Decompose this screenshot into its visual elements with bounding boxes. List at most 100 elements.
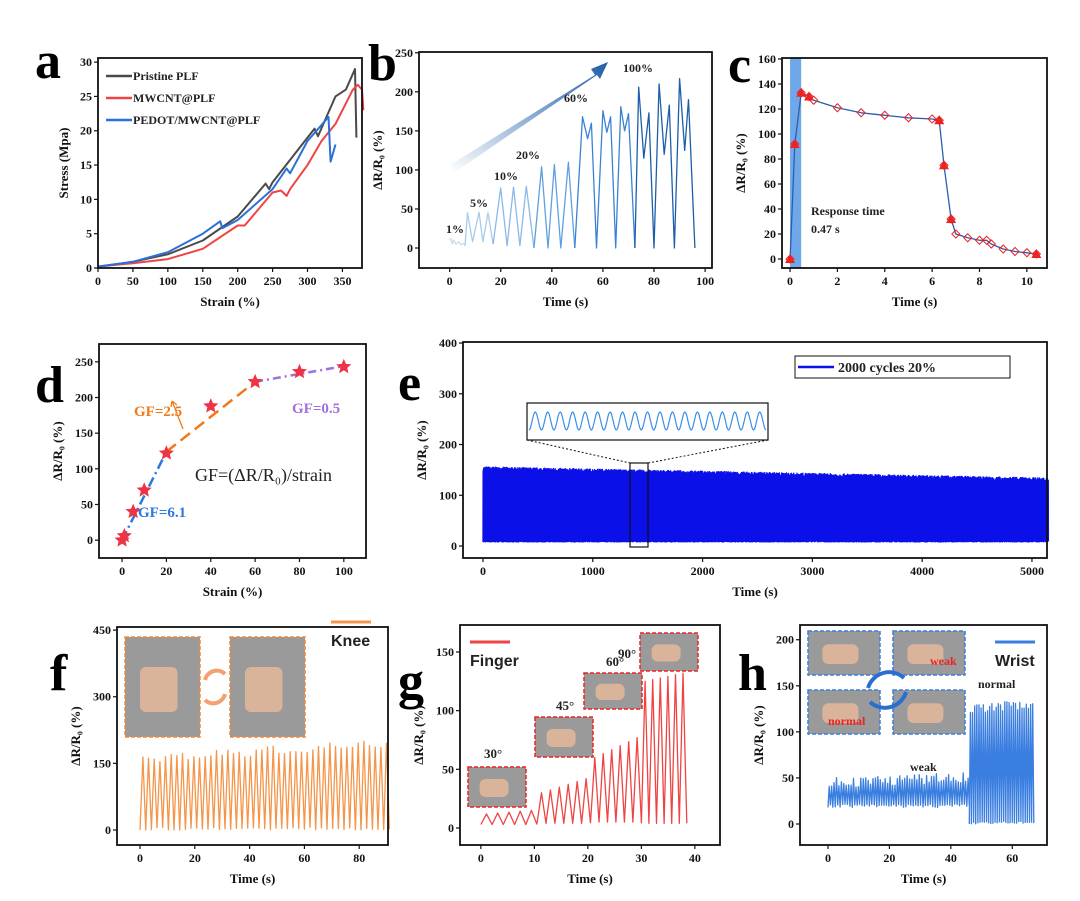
y-tick-label: 100	[776, 725, 794, 739]
fit-line	[120, 451, 168, 541]
diamond-marker	[986, 239, 997, 249]
star-marker	[203, 398, 219, 413]
x-tick-label: 100	[696, 274, 714, 288]
series-line-10-	[492, 185, 535, 249]
x-tick-label: 3000	[800, 564, 824, 578]
panel-letter: f	[50, 645, 68, 702]
rotate-arrows-icon	[203, 668, 227, 706]
series-line-knee	[139, 740, 391, 831]
strain-label: 10%	[494, 169, 518, 183]
y-axis-label: ΔR/R₀ (%)	[751, 705, 766, 764]
angle-label: 30°	[484, 746, 502, 761]
strain-label: 20%	[516, 148, 540, 162]
x-tick-label: 350	[333, 274, 351, 288]
y-tick-label: 40	[764, 202, 776, 216]
panel-letter: e	[398, 355, 421, 412]
y-axis-label: ΔR/R₀ (%)	[414, 420, 429, 479]
x-tick-label: 1000	[581, 564, 605, 578]
response-band	[790, 58, 802, 268]
x-axis-label: Time (s)	[732, 584, 778, 599]
x-tick-label: 0	[137, 851, 143, 865]
y-tick-label: 0	[770, 252, 776, 266]
x-tick-label: 60	[597, 274, 609, 288]
series-line-100-	[634, 77, 696, 249]
x-axis-label: Time (s)	[892, 294, 938, 309]
photo-subject	[140, 667, 178, 712]
plot-frame	[97, 57, 363, 269]
x-tick-label: 2	[834, 274, 840, 288]
y-tick-label: 250	[395, 46, 413, 60]
gf-arrow	[170, 400, 184, 430]
star-marker	[116, 527, 132, 543]
angle-label: 60°	[606, 654, 624, 669]
x-tick-label: 20	[160, 564, 172, 578]
x-tick-label: 8	[977, 274, 983, 288]
inset-box	[526, 402, 769, 441]
gf-label: GF=6.1	[138, 505, 186, 521]
y-tick-label: 0	[86, 261, 92, 275]
y-tick-label: 100	[395, 163, 413, 177]
x-tick-label: 20	[189, 851, 201, 865]
x-tick-label: 40	[205, 564, 217, 578]
y-tick-label: 0	[87, 533, 93, 547]
legend-label: MWCNT@PLF	[133, 91, 216, 105]
triangle-marker	[946, 214, 957, 223]
x-axis-label: Time (s)	[543, 294, 589, 309]
gf-label: GF=2.5	[134, 404, 182, 420]
y-tick-label: 250	[75, 355, 93, 369]
photo-subject	[822, 703, 859, 723]
y-tick-label: 20	[80, 124, 92, 138]
triangle-marker	[785, 254, 796, 263]
diamond-marker	[1010, 246, 1020, 257]
photo-subject	[479, 779, 509, 797]
y-tick-label: 400	[439, 336, 457, 350]
x-tick-label: 0	[447, 274, 453, 288]
y-axis-label: ΔR/R₀ (%)	[370, 130, 385, 189]
x-tick-label: 40	[546, 274, 558, 288]
photo-subject	[546, 729, 576, 747]
series-line-finger	[536, 778, 592, 824]
series-line-1-	[449, 237, 466, 247]
star-marker	[247, 373, 263, 389]
star-marker	[158, 445, 174, 460]
strain-label: 1%	[446, 222, 464, 236]
y-tick-label: 0	[788, 817, 794, 831]
angle-label: 45°	[556, 698, 574, 713]
x-tick-label: 150	[194, 274, 212, 288]
strain-label: 60%	[564, 91, 588, 105]
photo-subject	[651, 644, 681, 662]
x-axis-label: Strain (%)	[200, 294, 260, 309]
y-tick-label: 0	[448, 821, 454, 835]
y-tick-label: 0	[407, 241, 413, 255]
panel-letter: b	[368, 35, 397, 92]
series-line-wrist	[827, 772, 970, 809]
y-axis-label: Stress (Mpa)	[56, 128, 71, 199]
plot-frame	[98, 343, 367, 559]
zoom-region-box	[629, 462, 649, 548]
x-tick-label: 60	[1006, 851, 1018, 865]
panel-letter: a	[35, 33, 61, 90]
series-line-finger	[480, 809, 538, 826]
diamond-marker	[951, 229, 961, 239]
x-tick-label: 40	[689, 851, 701, 865]
x-tick-label: 0	[825, 851, 831, 865]
y-tick-label: 100	[75, 462, 93, 476]
x-tick-label: 20	[495, 274, 507, 288]
photo-subject	[822, 644, 859, 664]
response-time-label: Response time	[811, 204, 885, 218]
legend-label: Pristine PLF	[133, 69, 199, 83]
x-tick-label: 100	[159, 274, 177, 288]
diamond-marker	[880, 110, 890, 120]
inset-series	[528, 411, 767, 431]
response-time-value: 0.47 s	[811, 222, 840, 236]
photo-subject	[907, 644, 944, 664]
y-tick-label: 300	[93, 690, 111, 704]
y-tick-label: 200	[776, 633, 794, 647]
plot-frame	[781, 57, 1048, 269]
y-axis-label: ΔR/R₀ (%)	[733, 133, 748, 192]
y-tick-label: 60	[764, 177, 776, 191]
